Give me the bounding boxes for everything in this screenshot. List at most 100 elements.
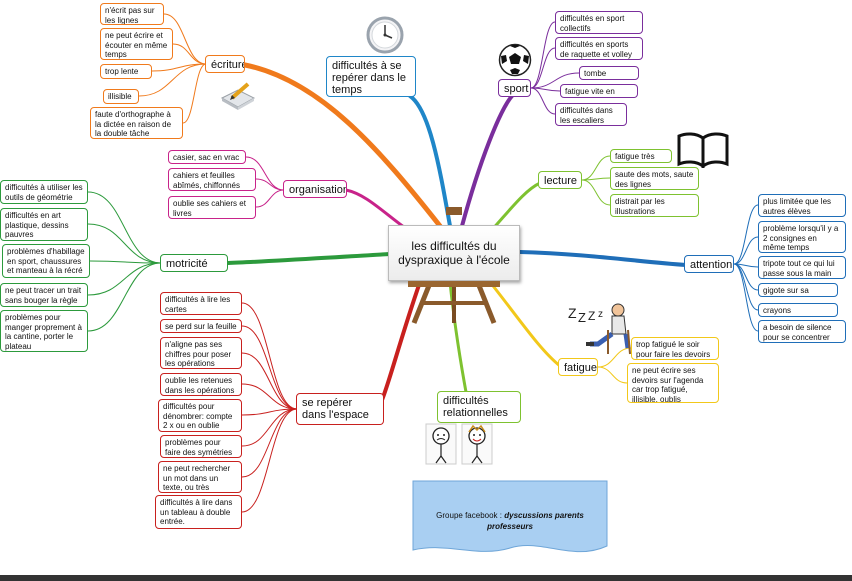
connector-sport [460, 94, 514, 228]
leaf-attention-5: a besoin de silence pour se concentrer [758, 320, 846, 343]
leaf-ecriture-2: trop lente [100, 64, 152, 79]
connector-ecriture [242, 62, 443, 229]
leaf-espace-7: difficultés à lire dans un tableau à dou… [155, 495, 242, 529]
svg-text:Z: Z [578, 310, 586, 325]
leaf-organisation-2: oublie ses cahiers et livres [168, 196, 256, 219]
connector-leaf-fatigue-1 [597, 366, 628, 384]
sleeping-person-icon: Z Z Z z [568, 303, 631, 355]
connector-leaf-attention-4 [733, 263, 759, 311]
connector-leaf-fatigue-0 [597, 347, 632, 368]
branch-temps: difficultés à se repérer dans le temps [326, 56, 416, 97]
connector-leaf-sport-2 [530, 72, 580, 89]
leaf-lecture-0: fatigue très vite [610, 149, 672, 163]
connector-leaf-attention-5 [733, 263, 759, 332]
connector-leaf-ecriture-4 [182, 63, 207, 124]
leaf-attention-0: plus limitée que les autres élèves [758, 194, 846, 217]
branch-ecriture: écriture [205, 55, 245, 73]
connector-leaf-ecriture-1 [172, 43, 207, 65]
leaf-motricite-2: problèmes d'habillage en sport, chaussur… [2, 244, 90, 278]
connector-relationnelles [448, 280, 468, 394]
connector-leaf-lecture-0 [581, 155, 611, 181]
bottom-border [0, 575, 852, 581]
leaf-organisation-0: casier, sac en vrac [168, 150, 246, 164]
svg-text:Z: Z [588, 309, 595, 323]
leaf-attention-2: tripote tout ce qui lui passe sous la ma… [758, 256, 846, 279]
connector-leaf-lecture-1 [581, 177, 611, 181]
leaf-fatigue-0: trop fatigué le soir pour faire les devo… [631, 337, 719, 360]
branch-fatigue: fatigue [558, 358, 598, 376]
connector-leaf-organisation-1 [255, 178, 285, 191]
facebook-group-text: Groupe facebook : dyscussions parents pr… [418, 510, 602, 532]
book-icon [677, 132, 729, 168]
svg-text:Z: Z [568, 305, 577, 321]
branch-organisation: organisation [283, 180, 347, 198]
connector-attention [518, 250, 688, 267]
connector-leaf-espace-7 [241, 408, 298, 513]
connector-leaf-motricite-2 [89, 260, 162, 264]
clock-icon [366, 16, 404, 54]
leaf-lecture-1: saute des mots, saute des lignes [610, 167, 699, 190]
leaf-lecture-2: distrait par les illustrations [610, 194, 699, 217]
svg-text:z: z [598, 309, 603, 320]
connector-leaf-espace-4 [241, 408, 298, 416]
connector-leaf-espace-6 [241, 408, 298, 478]
connector-leaf-ecriture-3 [138, 63, 207, 97]
leaf-ecriture-3: illisible [103, 89, 139, 104]
connector-leaf-espace-5 [241, 408, 298, 447]
connector-leaf-sport-0 [530, 21, 556, 89]
leaf-motricite-3: ne peut tracer un trait sans bouger la r… [0, 283, 88, 307]
facebook-banner [412, 480, 608, 553]
leaf-attention-3: gigote sur sa chaise [758, 283, 838, 297]
connector-leaf-espace-0 [241, 302, 298, 410]
connector-leaf-motricite-0 [87, 191, 162, 264]
leaf-espace-0: difficultés à lire les cartes géographiq… [160, 292, 242, 315]
leaf-motricite-0: difficultés à utiliser les outils de géo… [0, 180, 88, 204]
leaf-espace-1: se perd sur la feuille [160, 319, 242, 333]
branch-motricite: motricité fine [160, 254, 228, 272]
leaf-sport-2: tombe souvent [579, 66, 639, 80]
leaf-motricite-1: difficultés en art plastique, dessins pa… [0, 208, 88, 241]
connector-leaf-lecture-2 [581, 179, 611, 206]
leaf-ecriture-0: n'écrit pas sur les lignes [100, 3, 164, 25]
leaf-sport-3: fatigue vite en sport [560, 84, 638, 98]
leaf-attention-4: crayons machouillés [758, 303, 838, 317]
leaf-fatigue-1: ne peut écrire ses devoirs sur l'agenda … [627, 363, 719, 403]
leaf-sport-0: difficultés en sport collectifs [555, 11, 643, 34]
connector-leaf-sport-1 [530, 47, 556, 89]
connector-fatigue [488, 280, 562, 368]
connector-leaf-motricite-3 [87, 262, 162, 296]
connector-leaf-espace-1 [241, 325, 298, 410]
branch-attention: attention [684, 255, 734, 273]
central-topic: les difficultés du dyspraxique à l'école [388, 225, 520, 281]
facebook-prefix: Groupe facebook : [436, 511, 502, 520]
connector-leaf-espace-2 [241, 352, 298, 410]
branch-sport: sport [498, 79, 531, 97]
leaf-ecriture-4: faute d'orthographe à la dictée en raiso… [90, 107, 183, 139]
leaf-espace-4: difficultés pour dénombrer: compte 2 x o… [158, 399, 242, 432]
leaf-attention-1: problème lorsqu'il y a 2 consignes en mê… [758, 221, 846, 253]
branch-lecture: lecture [538, 171, 582, 189]
branch-espace: se repérer dans l'espace [296, 393, 384, 425]
connector-motricite [226, 252, 392, 265]
leaf-organisation-1: cahiers et feuilles abîmés, chiffonnés [168, 168, 256, 191]
leaf-sport-1: difficultés en sports de raquette et vol… [555, 37, 643, 60]
connector-espace [380, 280, 422, 402]
football-icon [498, 43, 532, 77]
connector-leaf-espace-3 [241, 383, 298, 410]
facebook-group-name: dyscussions parents professeurs [487, 511, 584, 531]
pencil-paper-icon [220, 82, 256, 110]
connector-leaf-motricite-4 [87, 262, 162, 332]
connector-leaf-sport-3 [530, 87, 561, 92]
connector-leaf-sport-4 [530, 87, 556, 115]
leaf-espace-2: n'aligne pas ses chiffres pour poser les… [160, 337, 242, 369]
faces-icon [425, 423, 493, 465]
leaf-espace-5: problèmes pour faire des symétries [160, 435, 242, 458]
connector-leaf-attention-0 [733, 204, 759, 265]
leaf-espace-3: oublie les retenues dans les opérations [160, 373, 242, 396]
connector-leaf-attention-1 [733, 236, 759, 265]
leaf-motricite-4: problèmes pour manger proprement à la ca… [0, 310, 88, 352]
easel-icon [408, 207, 500, 324]
leaf-sport-4: difficultés dans les escaliers [555, 103, 627, 126]
